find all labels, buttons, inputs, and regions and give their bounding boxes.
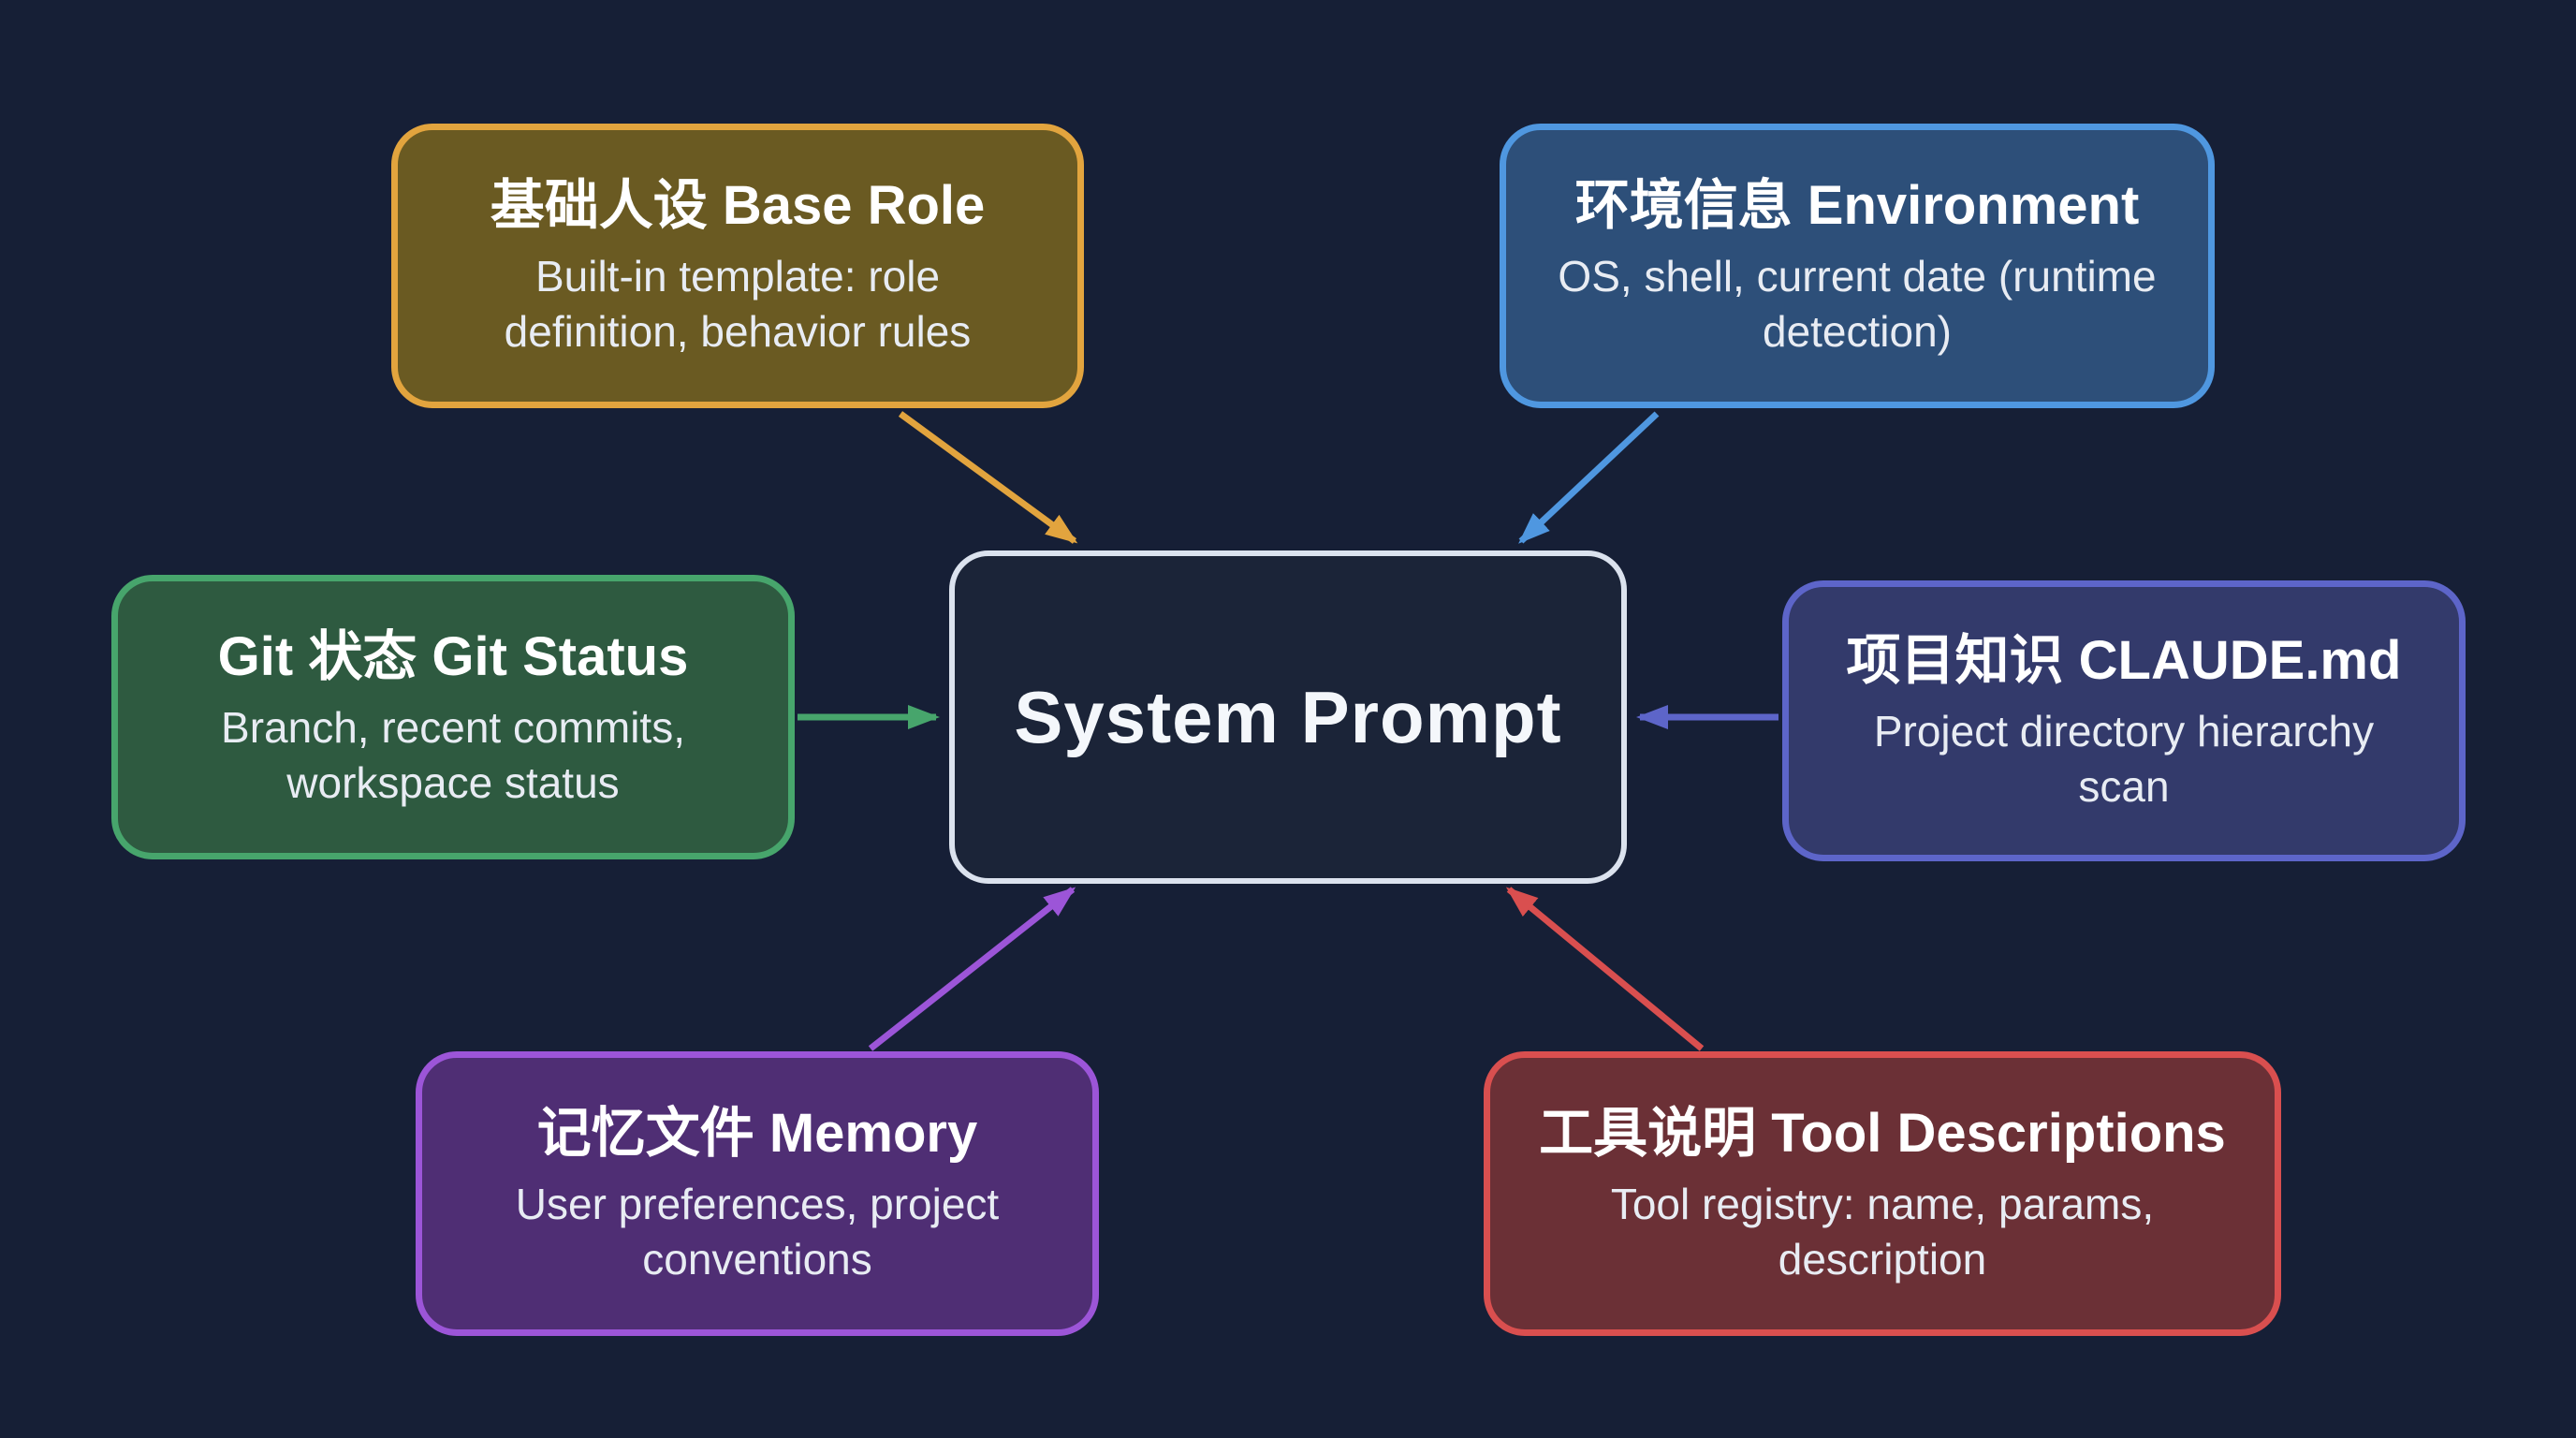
- node-tool-descriptions-title: 工具说明 Tool Descriptions: [1539, 1102, 2226, 1164]
- node-base-role-title: 基础人设 Base Role: [490, 174, 986, 236]
- node-system-prompt-title: System Prompt: [1014, 675, 1562, 758]
- node-environment: 环境信息 Environment OS, shell, current date…: [1500, 124, 2215, 408]
- arrow-memory-to-center: [868, 887, 1076, 1051]
- node-tool-descriptions: 工具说明 Tool Descriptions Tool registry: na…: [1484, 1051, 2281, 1336]
- node-git-status-desc: Branch, recent commits, workspace status: [221, 703, 685, 808]
- node-environment-desc: OS, shell, current date (runtime detecti…: [1558, 252, 2157, 357]
- node-memory-title: 记忆文件 Memory: [536, 1102, 978, 1164]
- arrow-base-role-to-center: [898, 411, 1078, 544]
- node-base-role-desc: Built-in template: role definition, beha…: [504, 252, 972, 357]
- node-claude-md-desc: Project directory hierarchy scan: [1873, 707, 2375, 812]
- node-claude-md-title: 项目知识 CLAUDE.md: [1846, 629, 2402, 691]
- node-memory: 记忆文件 Memory User preferences, project co…: [416, 1051, 1099, 1336]
- node-claude-md: 项目知识 CLAUDE.md Project directory hierarc…: [1782, 580, 2466, 861]
- node-git-status: Git 状态 Git Status Branch, recent commits…: [111, 575, 795, 859]
- node-environment-title: 环境信息 Environment: [1574, 174, 2140, 236]
- node-memory-desc: User preferences, project conventions: [515, 1180, 1000, 1284]
- node-tool-descriptions-desc: Tool registry: name, params, description: [1610, 1180, 2155, 1284]
- arrow-environment-to-center: [1518, 411, 1660, 544]
- node-git-status-title: Git 状态 Git Status: [217, 625, 689, 687]
- node-system-prompt: System Prompt: [949, 550, 1627, 884]
- arrow-tool-desc-to-center: [1505, 887, 1705, 1051]
- node-base-role: 基础人设 Base Role Built-in template: role d…: [391, 124, 1084, 408]
